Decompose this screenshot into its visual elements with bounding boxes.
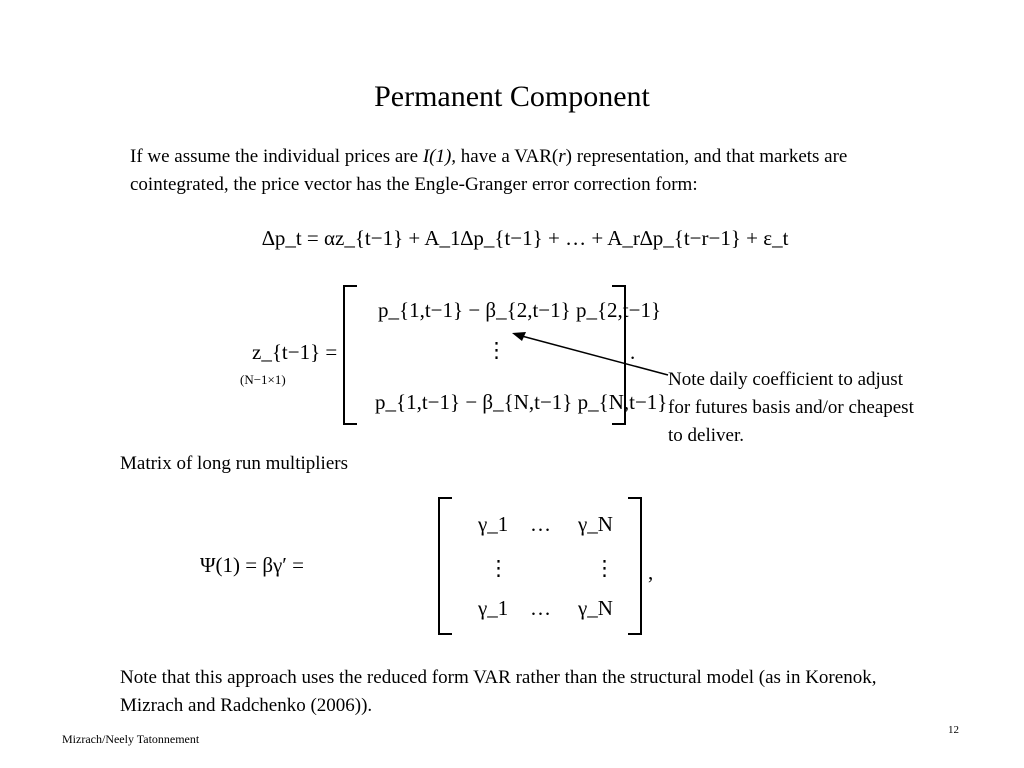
annotation-arrow xyxy=(512,332,669,376)
psi-left-bracket xyxy=(438,497,452,635)
intro-text-2: have a VAR( xyxy=(456,146,559,167)
z-vector-row-n: p_{1,t−1} − β_{N,t−1} p_{N,t−1} xyxy=(375,390,668,414)
z-vector-row-ellipsis: ⋮ xyxy=(486,338,507,362)
z-vector-row-1: p_{1,t−1} − β_{2,t−1} p_{2,t−1} xyxy=(378,298,662,322)
z-vector-lhs: z_{t−1} = xyxy=(252,340,338,364)
intro-text-1: If we assume the individual prices are xyxy=(130,146,423,167)
psi-cell-2-1: ⋮ xyxy=(488,556,509,580)
matrix-caption: Matrix of long run multipliers xyxy=(120,453,348,474)
page-number: 12 xyxy=(948,724,959,736)
arrow-head xyxy=(512,332,526,341)
footer-author: Mizrach/Neely Tatonnement xyxy=(62,732,200,746)
psi-cell-2-2: ⋮ xyxy=(594,556,615,580)
psi-matrix-lhs: Ψ(1) = βγ′ = xyxy=(200,553,304,577)
psi-cell-1-1: γ_1 xyxy=(478,512,509,536)
z-left-bracket xyxy=(343,285,357,425)
closing-note: Note that this approach uses the reduced… xyxy=(120,667,877,716)
slide-title: Permanent Component xyxy=(374,80,650,113)
annotation-note: Note daily coefficient to adjust for fut… xyxy=(668,369,914,446)
psi-cell-3-1: γ_1 xyxy=(478,596,509,620)
z-vector-dims: (N−1×1) xyxy=(240,372,286,387)
psi-right-bracket xyxy=(628,497,642,635)
psi-cell-1-2: … xyxy=(530,512,551,536)
intro-italic-2: r xyxy=(558,146,566,167)
ecm-equation: ∆p_t = αz_{t−1} + A_1∆p_{t−1} + … + A_r∆… xyxy=(262,226,789,250)
intro-text-3: ) representation, and that markets are c… xyxy=(130,146,848,195)
z-vector-period: . xyxy=(630,340,636,364)
psi-cell-3-2: … xyxy=(530,596,551,620)
psi-cell-3-3: γ_N xyxy=(578,596,613,620)
intro-italic-1: I(1), xyxy=(422,146,457,167)
arrow-line xyxy=(517,334,669,376)
z-right-bracket xyxy=(612,285,626,425)
psi-matrix-comma: , xyxy=(648,560,654,584)
psi-cell-1-3: γ_N xyxy=(578,512,613,536)
intro-paragraph: If we assume the individual prices are I… xyxy=(130,143,950,199)
